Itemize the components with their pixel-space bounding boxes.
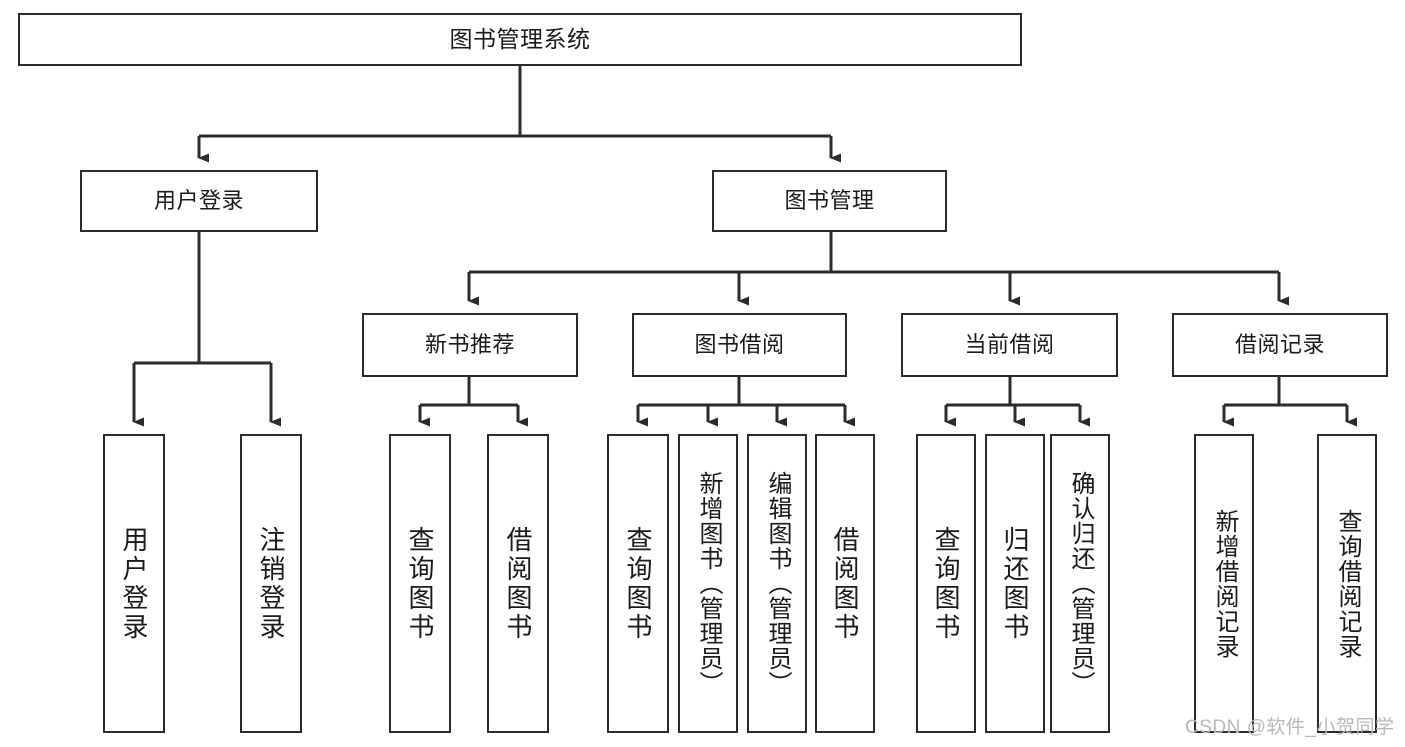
node-current-borrow[interactable]: 当前借阅 — [901, 313, 1118, 377]
leaf-edit-book-admin[interactable]: 编辑图书（管理员） — [747, 434, 807, 733]
node-borrow-record[interactable]: 借阅记录 — [1172, 313, 1388, 377]
node-label: 注销登录 — [256, 525, 287, 642]
leaf-query-book-recommend[interactable]: 查询图书 — [389, 434, 451, 733]
leaf-logout[interactable]: 注销登录 — [240, 434, 302, 733]
node-label: 借阅图书 — [503, 525, 534, 642]
node-label: 新增借阅记录 — [1210, 508, 1238, 659]
node-label: 当前借阅 — [964, 332, 1055, 358]
leaf-user-login[interactable]: 用户登录 — [103, 434, 165, 733]
leaf-query-book-current[interactable]: 查询图书 — [916, 434, 976, 733]
node-label: 用户登录 — [119, 525, 150, 642]
leaf-query-borrow-record[interactable]: 查询借阅记录 — [1317, 434, 1377, 733]
node-new-book-recommend[interactable]: 新书推荐 — [362, 313, 578, 377]
node-label: 查询图书 — [405, 525, 436, 642]
node-label: 新增图书（管理员） — [694, 471, 722, 696]
node-label: 查询图书 — [931, 525, 962, 642]
leaf-borrow-book[interactable]: 借阅图书 — [815, 434, 875, 733]
leaf-return-book[interactable]: 归还图书 — [985, 434, 1045, 733]
node-label: 借阅记录 — [1234, 332, 1325, 358]
node-root-system[interactable]: 图书管理系统 — [18, 13, 1022, 66]
node-label: 借阅图书 — [830, 525, 861, 642]
csdn-watermark: CSDN @软件_小贺同学 — [1185, 717, 1395, 738]
leaf-add-borrow-record[interactable]: 新增借阅记录 — [1194, 434, 1254, 733]
leaf-confirm-return-admin[interactable]: 确认归还（管理员） — [1050, 434, 1110, 733]
leaf-borrow-book-recommend[interactable]: 借阅图书 — [487, 434, 549, 733]
node-label: 查询图书 — [623, 525, 654, 642]
node-book-management[interactable]: 图书管理 — [712, 170, 947, 232]
node-user-login[interactable]: 用户登录 — [80, 170, 318, 232]
node-book-borrow[interactable]: 图书借阅 — [632, 313, 847, 377]
leaf-query-book-borrow[interactable]: 查询图书 — [607, 434, 669, 733]
node-label: 用户登录 — [153, 188, 244, 214]
node-label: 图书管理 — [784, 188, 875, 214]
node-label: 图书管理系统 — [449, 26, 591, 53]
node-label: 新书推荐 — [424, 332, 515, 358]
node-label: 编辑图书（管理员） — [763, 471, 791, 696]
leaf-add-book-admin[interactable]: 新增图书（管理员） — [678, 434, 738, 733]
node-label: 确认归还（管理员） — [1066, 471, 1094, 696]
node-label: 查询借阅记录 — [1333, 508, 1361, 659]
node-label: 图书借阅 — [694, 332, 785, 358]
node-label: 归还图书 — [1000, 525, 1031, 642]
